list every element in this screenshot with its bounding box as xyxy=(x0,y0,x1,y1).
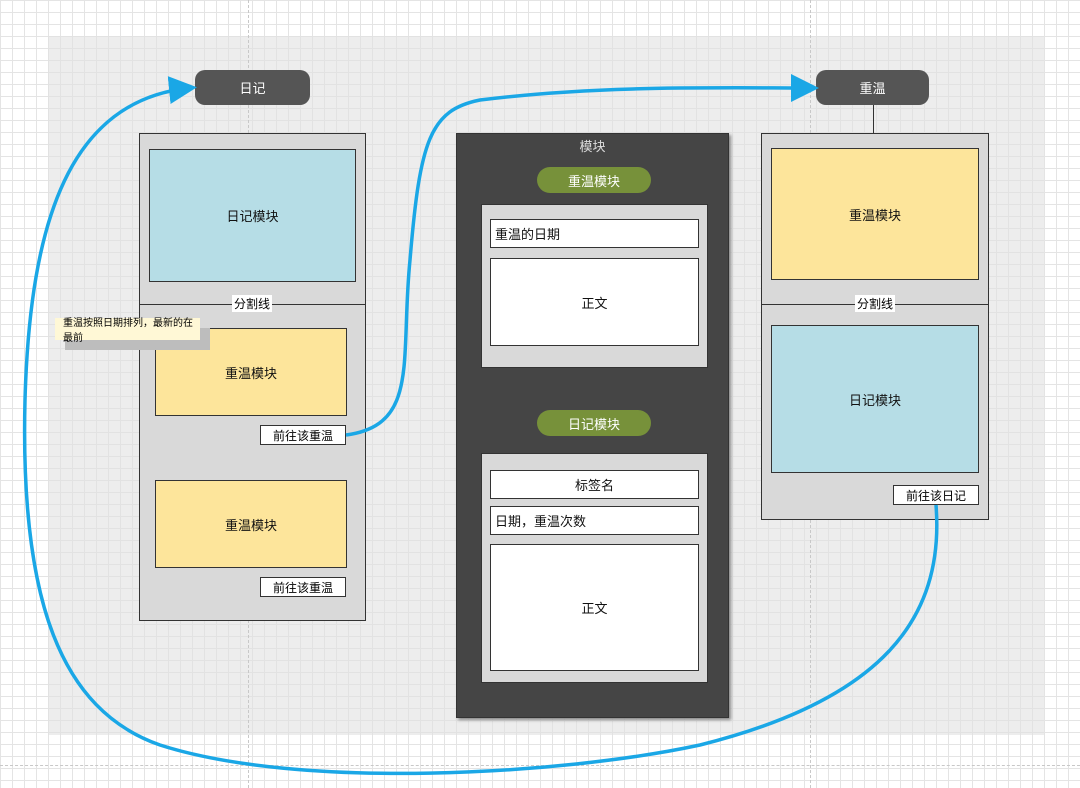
review-date-field[interactable]: 重温的日期 xyxy=(490,219,699,248)
review-module-pill[interactable]: 重温模块 xyxy=(537,167,651,193)
connector-arrow xyxy=(345,73,819,437)
goto-diary-button[interactable]: 前往该日记 xyxy=(893,485,979,505)
divider-label: 分割线 xyxy=(231,295,273,312)
diary-block[interactable]: 日记模块 xyxy=(149,149,356,282)
review-body-field[interactable]: 正文 xyxy=(490,258,699,346)
diary-module-pill[interactable]: 日记模块 xyxy=(537,410,651,436)
review-block[interactable]: 重温模块 xyxy=(771,148,979,280)
review-block[interactable]: 重温模块 xyxy=(155,480,347,568)
connector-line xyxy=(873,105,874,134)
tag-name-field[interactable]: 标签名 xyxy=(490,470,699,499)
review-title[interactable]: 重温 xyxy=(816,70,929,105)
diary-title[interactable]: 日记 xyxy=(195,70,310,105)
module-title: 模块 xyxy=(579,140,606,155)
goto-review-button[interactable]: 前往该重温 xyxy=(260,425,346,445)
goto-review-button[interactable]: 前往该重温 xyxy=(260,577,346,597)
diary-block[interactable]: 日记模块 xyxy=(771,325,979,473)
page-break-line xyxy=(0,765,1080,766)
date-count-field[interactable]: 日期，重温次数 xyxy=(490,506,699,535)
divider-label: 分割线 xyxy=(854,295,896,312)
sticky-note[interactable]: 重温按照日期排列，最新的在最前 xyxy=(55,318,200,344)
diary-body-field[interactable]: 正文 xyxy=(490,544,699,671)
connector-arrow xyxy=(22,76,939,776)
review-block[interactable]: 重温模块 xyxy=(155,328,347,416)
